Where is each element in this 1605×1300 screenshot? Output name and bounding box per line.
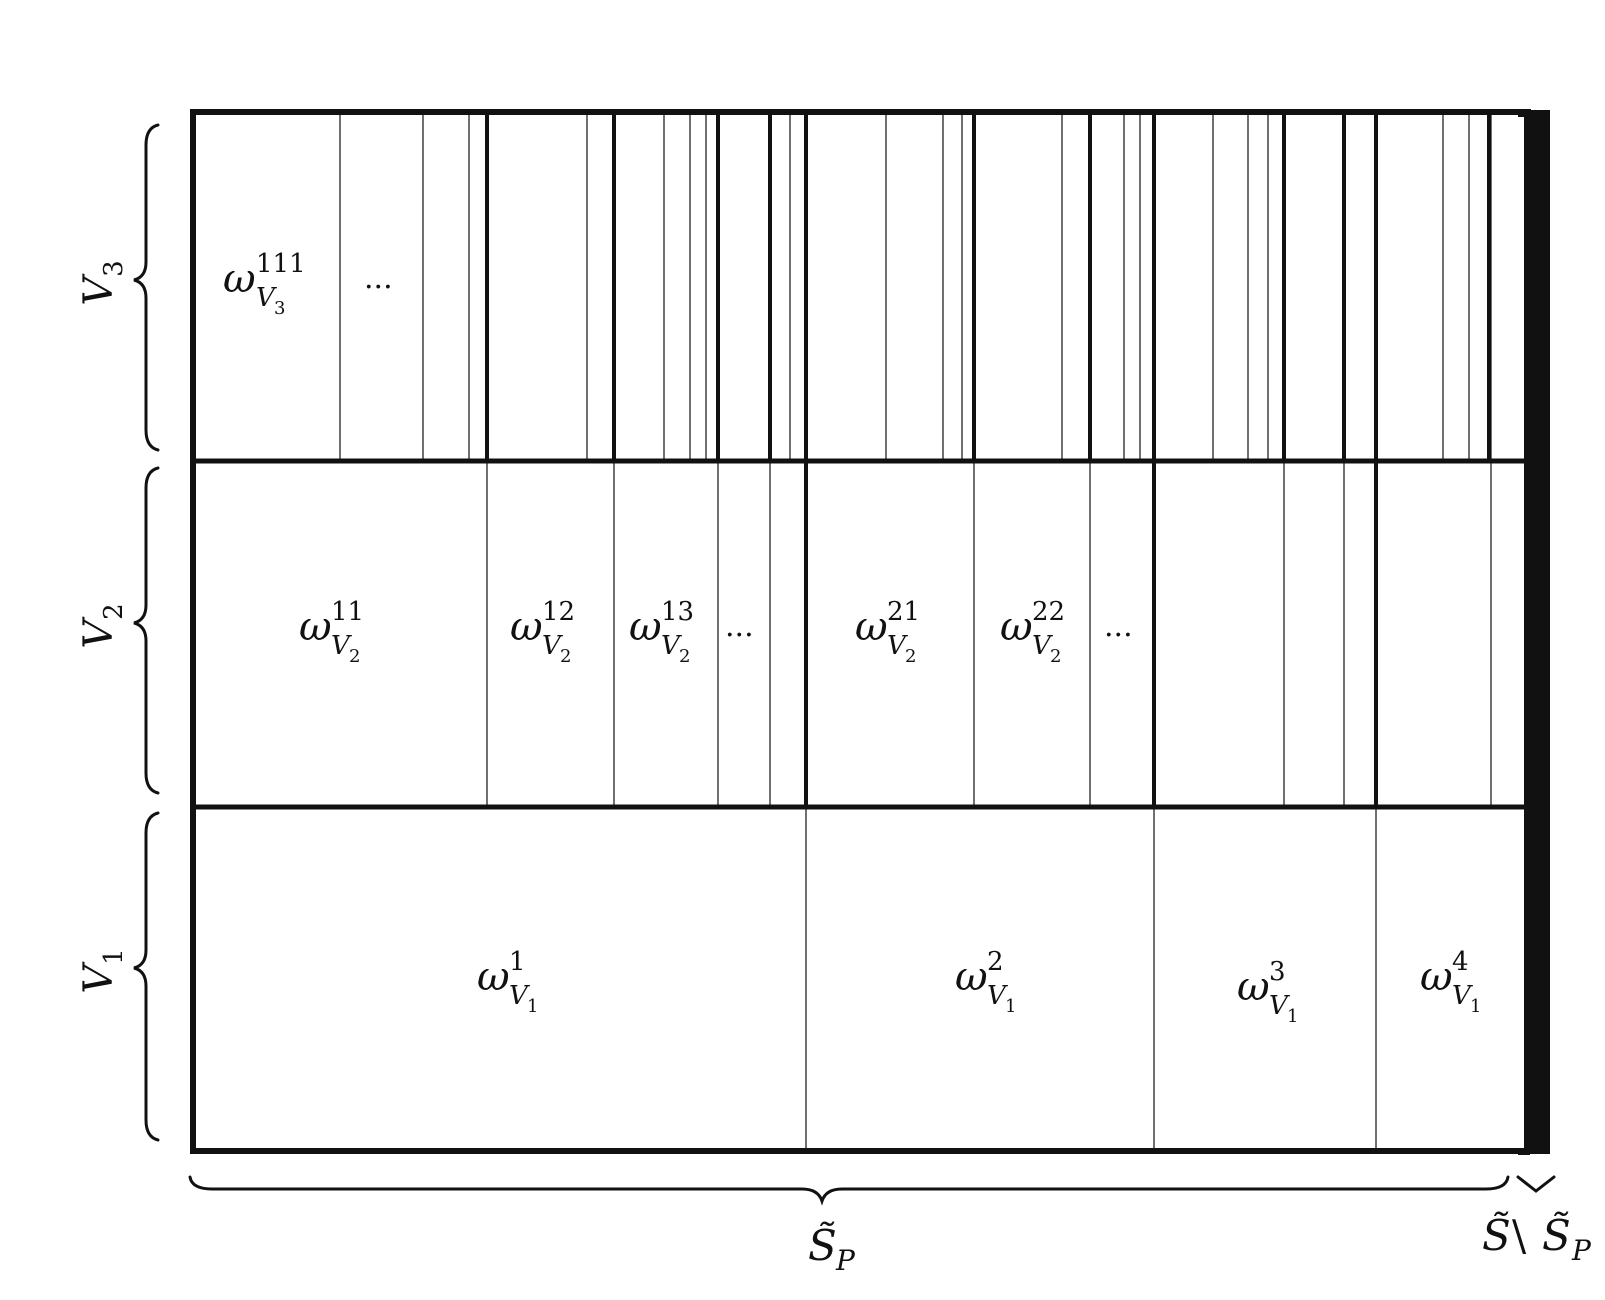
svg-text:V: V: [661, 631, 682, 661]
svg-text:ω: ω: [1420, 954, 1453, 1000]
row-label-v1: V1: [76, 948, 129, 993]
ellipsis-v2-first: ...: [725, 609, 754, 644]
svg-text:\: \: [1512, 1211, 1527, 1260]
svg-text:V: V: [542, 631, 563, 661]
svg-text:1: 1: [1470, 996, 1481, 1017]
svg-text:1: 1: [527, 996, 538, 1017]
cell-label-omega-v2-12: ω 12 V 2: [510, 597, 575, 667]
svg-text:S̃: S̃: [1542, 1210, 1571, 1260]
cell-label-omega-v1-4: ω 4 V 1: [1420, 947, 1481, 1017]
svg-text:ω: ω: [955, 954, 988, 1000]
svg-text:1: 1: [1287, 1006, 1298, 1027]
svg-text:3: 3: [1269, 957, 1286, 987]
svg-text:2: 2: [349, 646, 360, 667]
svg-text:2: 2: [905, 646, 916, 667]
svg-text:111: 111: [256, 249, 306, 279]
svg-text:ω: ω: [855, 604, 888, 650]
cell-label-omega-v2-21: ω 21 V 2: [855, 597, 920, 667]
svg-text:ω: ω: [629, 604, 662, 650]
svg-text:V: V: [887, 631, 908, 661]
brace-sp: [188, 1175, 1510, 1206]
svg-text:2: 2: [560, 646, 571, 667]
svg-text:V: V: [1452, 981, 1473, 1011]
svg-text:2: 2: [987, 947, 1004, 977]
v1-dividers: [805, 808, 1377, 1150]
svg-text:2: 2: [1050, 646, 1061, 667]
svg-text:2: 2: [679, 646, 690, 667]
v3-thin-dividers: [339, 113, 1492, 460]
cell-label-omega-v1-2: ω 2 V 1: [955, 947, 1016, 1017]
svg-text:1: 1: [509, 947, 526, 977]
ellipsis-v2-second: ...: [1104, 609, 1133, 644]
brace-v2: [133, 466, 160, 795]
svg-text:ω: ω: [477, 954, 510, 1000]
svg-text:21: 21: [887, 597, 920, 627]
label-s-tilde-minus-s-tilde-p: S̃ \ S̃ P: [1482, 1210, 1592, 1267]
ellipsis-v3: ...: [364, 261, 393, 296]
svg-text:S̃: S̃: [1482, 1210, 1511, 1260]
svg-text:ω: ω: [223, 256, 256, 302]
svg-text:1: 1: [1005, 996, 1016, 1017]
label-s-tilde-p: S̃ P: [808, 1220, 856, 1277]
svg-text:V: V: [509, 981, 530, 1011]
svg-text:V: V: [987, 981, 1008, 1011]
svg-text:P: P: [1571, 1234, 1592, 1267]
svg-text:ω: ω: [1237, 964, 1270, 1010]
svg-text:4: 4: [1452, 947, 1469, 977]
svg-text:P: P: [835, 1244, 856, 1277]
brace-v3: [133, 123, 160, 452]
svg-text:V: V: [256, 283, 277, 313]
row-label-v3: V3: [76, 260, 129, 305]
svg-text:ω: ω: [510, 604, 543, 650]
svg-text:11: 11: [331, 597, 364, 627]
svg-text:12: 12: [542, 597, 575, 627]
brace-complement: [1516, 1175, 1556, 1193]
v2-thin-dividers: [486, 463, 1492, 806]
svg-text:V: V: [331, 631, 352, 661]
row-label-v2: V2: [76, 603, 129, 648]
v2-thick-dividers: [804, 463, 1378, 806]
svg-text:3: 3: [274, 298, 285, 319]
cell-label-omega-v2-22: ω 22 V 2: [1000, 597, 1065, 667]
cell-label-omega-v2-11: ω 11 V 2: [299, 597, 364, 667]
svg-text:22: 22: [1032, 597, 1065, 627]
cell-label-omega-v1-3: ω 3 V 1: [1237, 957, 1298, 1027]
svg-text:V: V: [1269, 991, 1290, 1021]
svg-text:13: 13: [661, 597, 694, 627]
svg-text:V: V: [1032, 631, 1053, 661]
complement-band: [1524, 110, 1550, 1154]
brace-v1: [133, 811, 160, 1142]
svg-text:S̃: S̃: [808, 1220, 837, 1270]
svg-text:ω: ω: [1000, 604, 1033, 650]
cell-label-omega-v3-111: ω 111 V 3: [223, 249, 306, 319]
v3-thick-dividers: [485, 113, 1491, 460]
cell-label-omega-v1-1: ω 1 V 1: [477, 947, 538, 1017]
svg-text:ω: ω: [299, 604, 332, 650]
cell-label-omega-v2-13: ω 13 V 2: [629, 597, 694, 667]
